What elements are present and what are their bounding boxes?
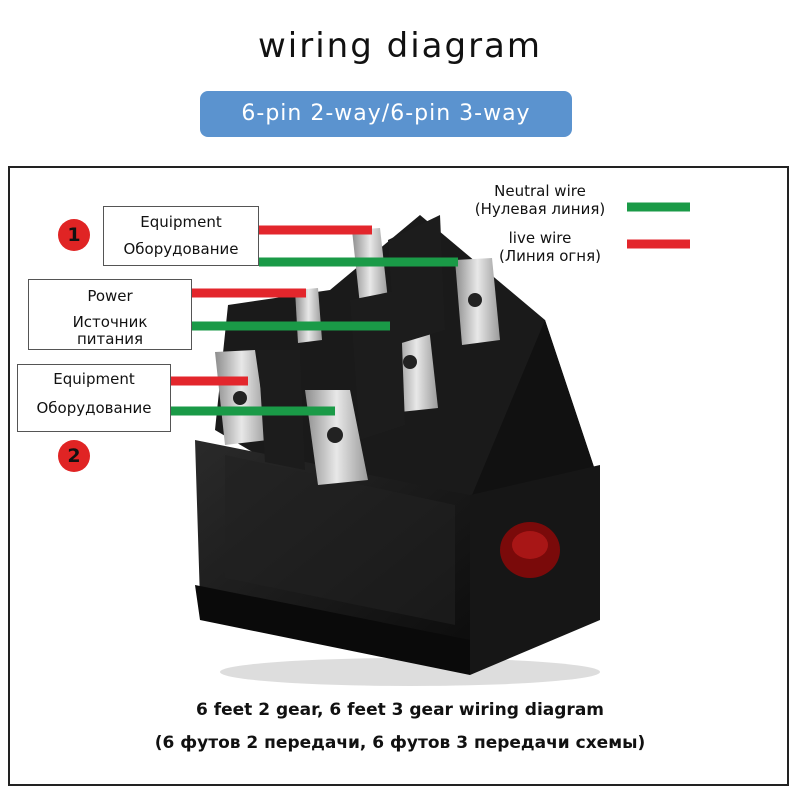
subtitle-pill: 6-pin 2-way/6-pin 3-way	[200, 91, 572, 137]
label-power: Power Источник питания	[28, 279, 192, 350]
switch-shadow	[220, 658, 600, 686]
label-equipment-top-en: Equipment	[140, 213, 222, 231]
terminal-hole-front-2	[327, 427, 343, 443]
terminal-hole-front-1	[233, 391, 247, 405]
label-equipment-bottom: Equipment Оборудование	[17, 364, 171, 432]
legend-live-ru: (Линия огня)	[499, 247, 601, 265]
legend-neutral-en: Neutral wire	[494, 182, 586, 200]
label-equipment-top-ru: Оборудование	[123, 240, 239, 258]
caption-ru: (6 футов 2 передачи, 6 футов 3 передачи …	[154, 733, 646, 753]
switch-face-panel	[225, 455, 455, 625]
divider-wall-3	[388, 215, 445, 345]
page-title: wiring diagram	[258, 26, 542, 66]
label-power-ru-line1: Источник	[72, 313, 148, 331]
terminal-hole-back-2	[468, 293, 482, 307]
terminal-hole-mid-2	[403, 355, 417, 369]
label-power-en: Power	[87, 287, 133, 305]
legend-neutral-ru: (Нулевая линия)	[474, 200, 606, 218]
caption-en: 6 feet 2 gear, 6 feet 3 gear wiring diag…	[195, 700, 605, 720]
label-equipment-bottom-ru: Оборудование	[36, 399, 152, 417]
diagram-frame	[8, 166, 789, 786]
label-power-ru-line2: питания	[76, 330, 144, 348]
legend-live-en: live wire	[508, 229, 572, 247]
number-badge-2: 2	[58, 440, 90, 472]
number-badge-1: 1	[58, 219, 90, 251]
label-equipment-bottom-en: Equipment	[53, 370, 135, 388]
label-equipment-top: Equipment Оборудование	[103, 206, 259, 266]
rocker-red-light	[512, 531, 548, 559]
switch-front-bezel	[195, 585, 470, 675]
